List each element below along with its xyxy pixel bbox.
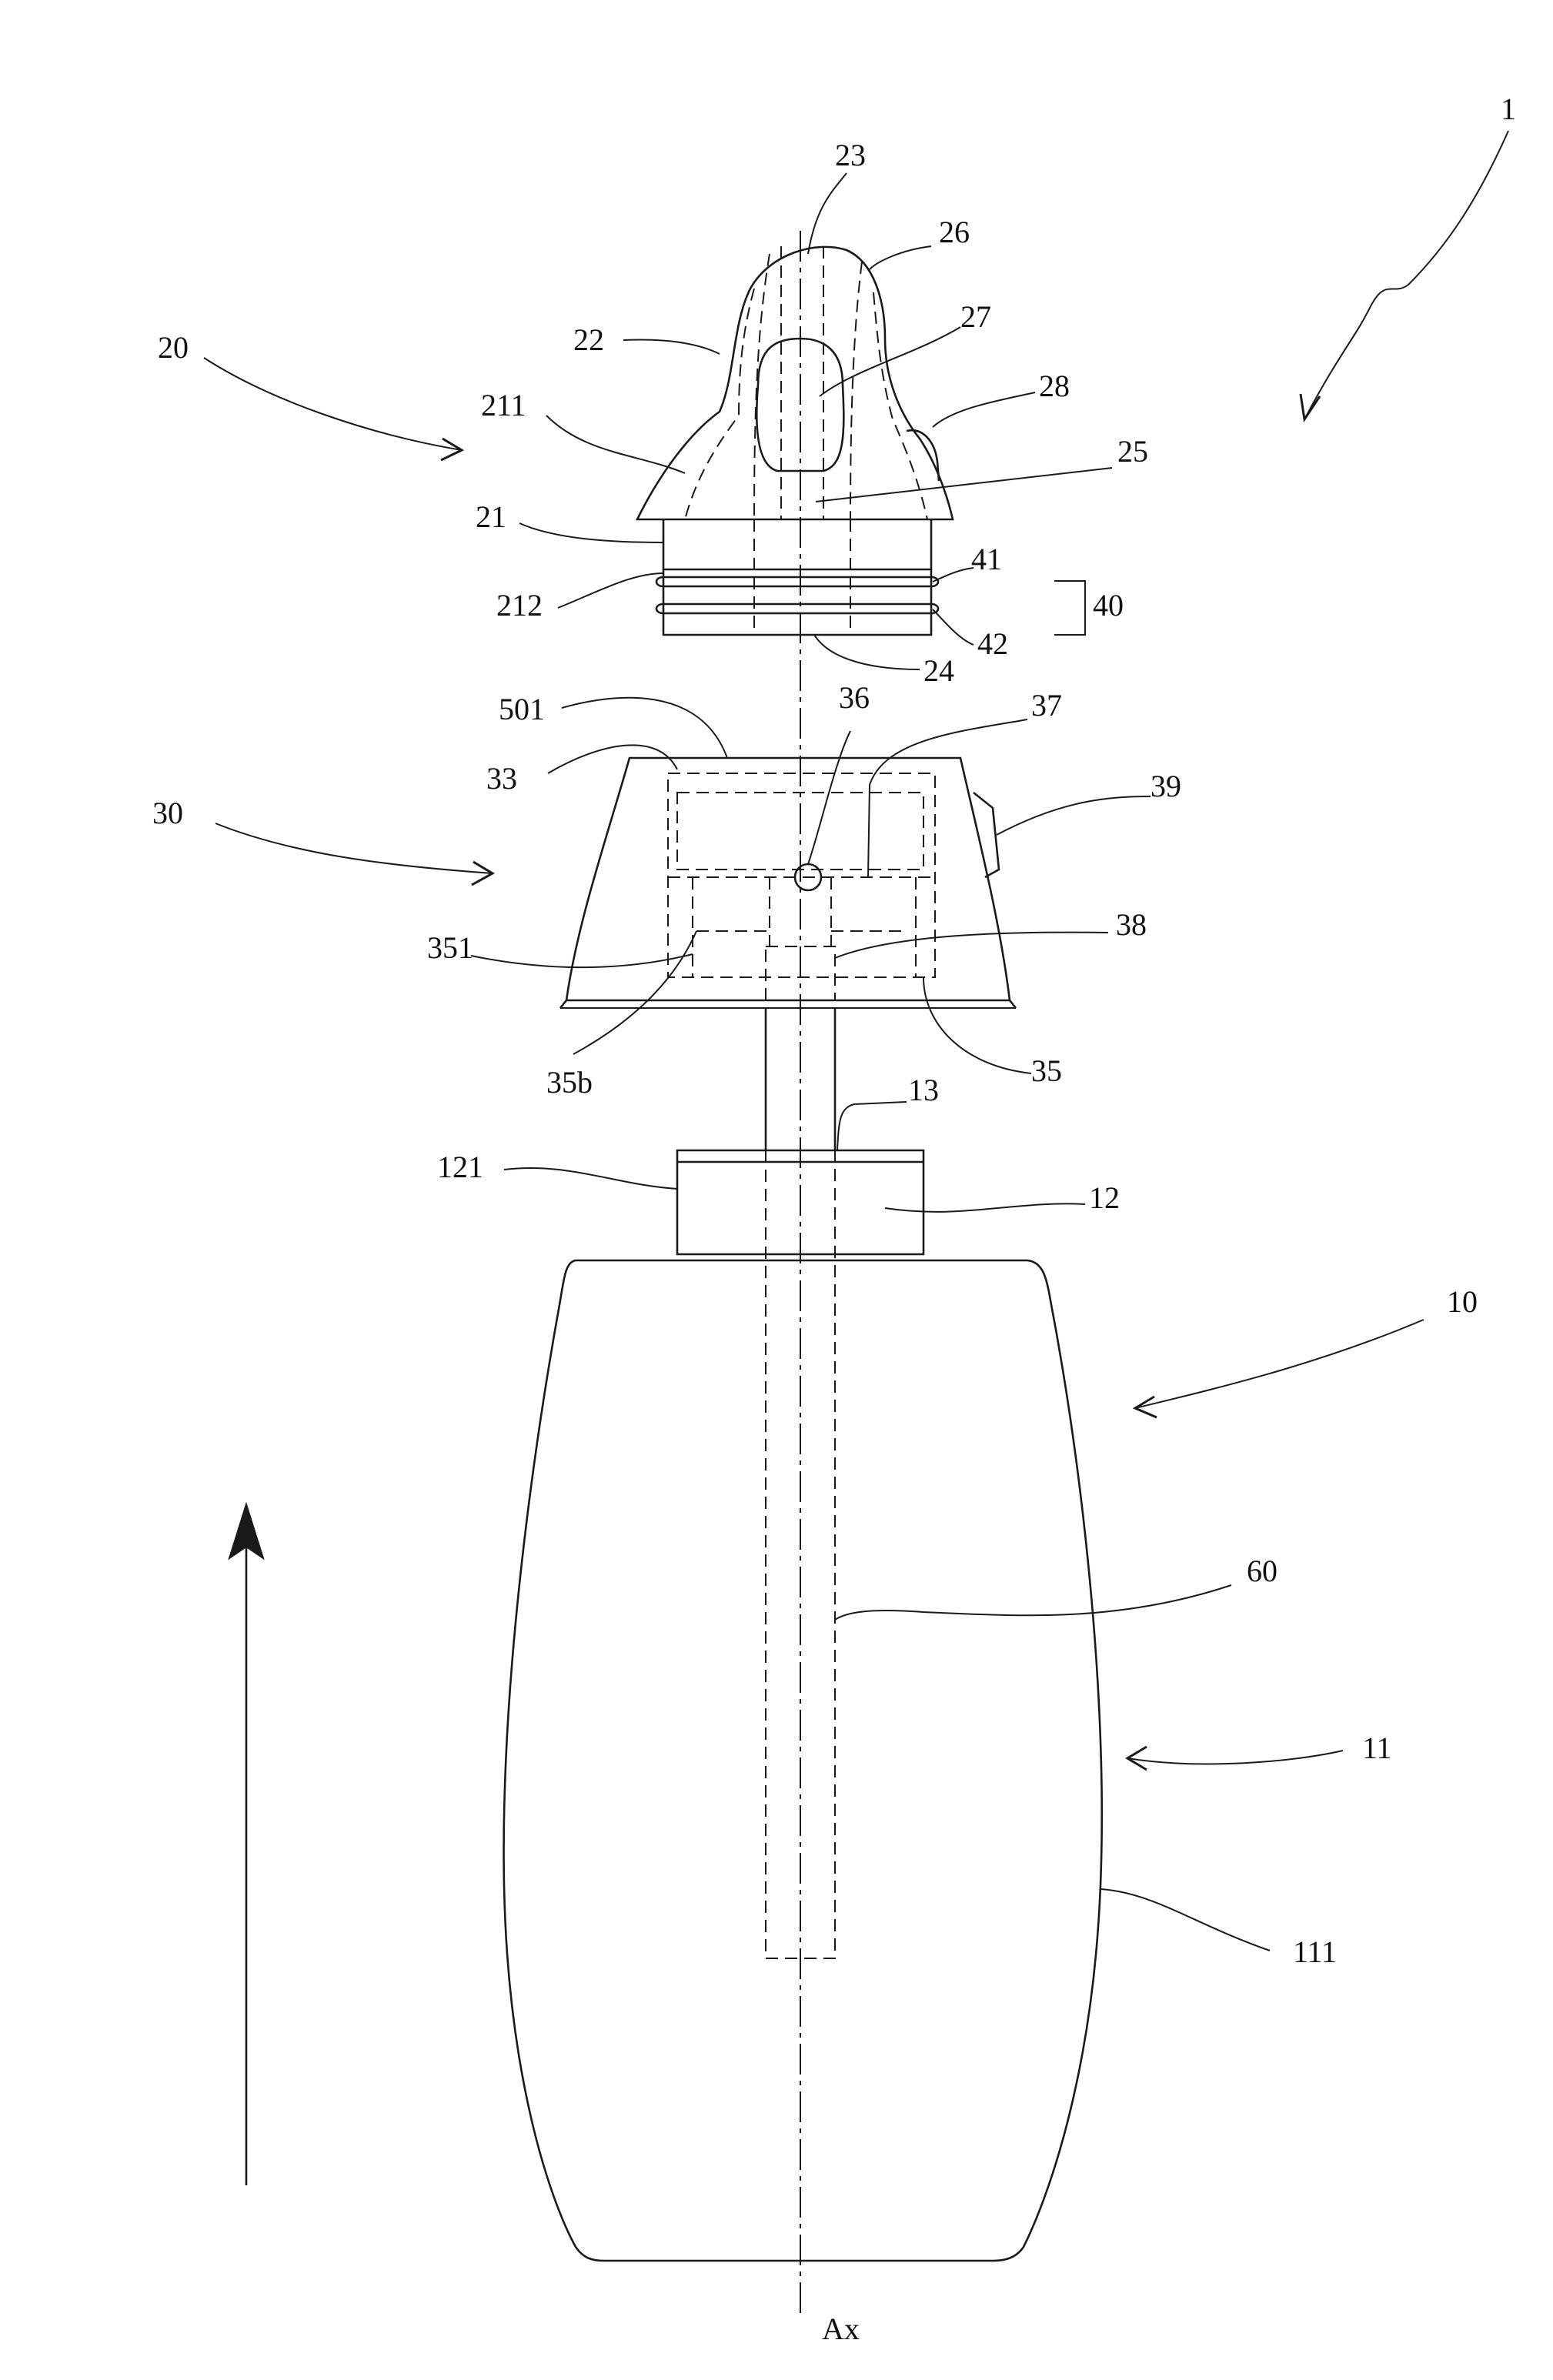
label-41: 41 (971, 542, 1002, 576)
label-212: 212 (496, 588, 543, 623)
label-35: 35 (1031, 1053, 1062, 1088)
label-111: 111 (1293, 1934, 1337, 1969)
label-13: 13 (908, 1073, 939, 1107)
label-27: 27 (960, 299, 991, 334)
label-28: 28 (1039, 369, 1070, 403)
label-1: 1 (1501, 92, 1516, 126)
leader-lines (204, 131, 1508, 1951)
label-11: 11 (1362, 1731, 1392, 1765)
label-26: 26 (939, 215, 970, 249)
label-Ax: Ax (822, 2312, 860, 2346)
label-60: 60 (1247, 1554, 1277, 1588)
label-501: 501 (499, 692, 545, 726)
label-35b: 35b (546, 1065, 593, 1100)
label-42: 42 (977, 626, 1008, 661)
label-211: 211 (481, 388, 526, 422)
label-25: 25 (1117, 434, 1148, 469)
direction-arrow (229, 1504, 263, 2185)
label-20: 20 (158, 330, 189, 365)
bottle-component-10 (504, 1260, 1102, 2261)
label-24: 24 (923, 653, 954, 688)
label-23: 23 (835, 138, 866, 172)
label-351: 351 (427, 930, 473, 965)
label-10: 10 (1447, 1284, 1478, 1319)
label-39: 39 (1151, 769, 1181, 803)
label-33: 33 (486, 761, 517, 796)
label-21: 21 (476, 499, 506, 534)
label-121: 121 (437, 1150, 483, 1184)
label-30: 30 (152, 796, 183, 830)
label-36: 36 (839, 680, 870, 715)
cap-component-30 (560, 758, 1016, 1008)
nozzle-component-20 (637, 246, 953, 635)
label-40: 40 (1093, 588, 1124, 623)
label-22: 22 (573, 322, 604, 357)
label-37: 37 (1031, 688, 1062, 723)
label-38: 38 (1116, 907, 1147, 942)
label-12: 12 (1089, 1180, 1120, 1215)
